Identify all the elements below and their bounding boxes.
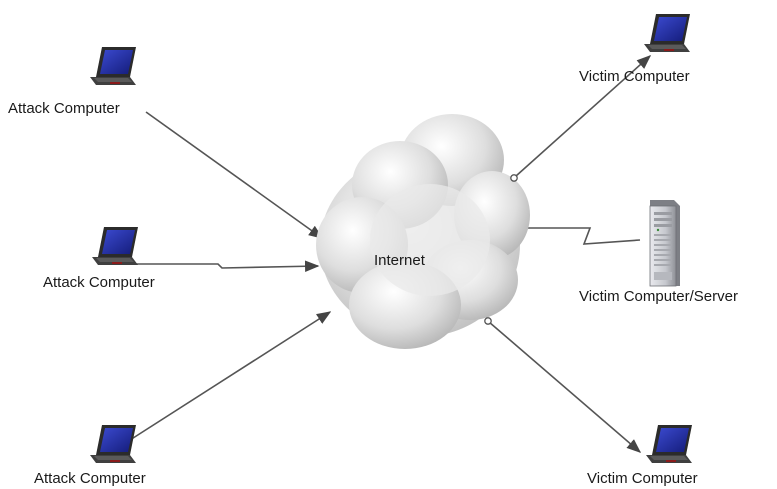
laptop-icon [646,425,692,463]
link-victim-3 [488,321,642,453]
attack-computer-label: Attack Computer [43,274,155,291]
laptop-icon [90,425,136,463]
attack-computer-label: Attack Computer [8,100,120,117]
link-victim-1 [515,55,652,177]
port-victim-3 [484,317,492,325]
connections [129,55,652,453]
victim-computer-label: Victim Computer [587,470,698,487]
victim-computer-label: Victim Computer [579,68,690,85]
cloud-icon [316,114,530,349]
link-attacker-2 [132,260,320,273]
link-attacker-3 [129,311,332,441]
laptop-icon [644,14,690,52]
laptop-icon [92,227,138,265]
link-attacker-1 [145,111,324,239]
link-victim-server [522,227,641,245]
internet-label: Internet [374,252,425,269]
port-victim-1 [510,174,518,182]
laptop-icon [90,47,136,85]
victim-server-label: Victim Computer/Server [579,288,738,305]
server-icon [649,200,680,287]
attack-computer-label: Attack Computer [34,470,146,487]
